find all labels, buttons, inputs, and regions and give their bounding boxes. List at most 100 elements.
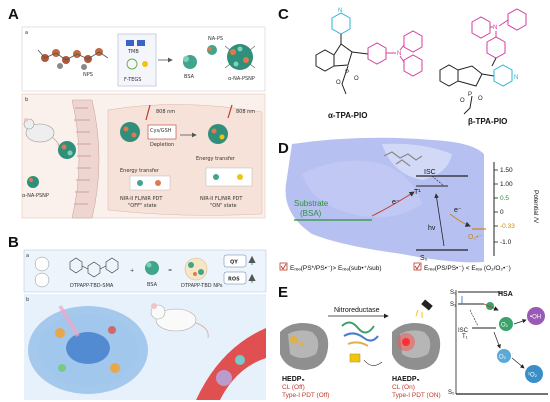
panel-b-figure: a DTPAPP-TBD-SMA + BSA = DTPAPP-TBD NPs …	[23, 249, 267, 400]
a-na-psnp-bottom-particle	[27, 176, 39, 188]
panel-c-figure: N P O O N α-TPA-PIO N	[315, 8, 527, 126]
o2-circle-top	[499, 317, 513, 331]
on-state-line2: "ON" state	[210, 203, 237, 209]
singlet-o2-label: ¹O₂	[528, 373, 538, 379]
electron-label-2: e⁻	[454, 207, 462, 214]
electron-label-1: e⁻	[392, 199, 400, 206]
mouse-figure-b	[150, 303, 209, 339]
oh-label: •OH	[530, 315, 541, 321]
svg-text:=: =	[168, 268, 172, 274]
tmb-label: TMB	[127, 49, 139, 55]
s-n-label: S₀	[450, 290, 457, 296]
panel-e-figure: Nitroreductase HEDP₅ CL (Off) Type-I PDT…	[280, 290, 548, 399]
hsa-label: HSA	[498, 291, 513, 298]
check-left	[279, 262, 288, 271]
tick-neg-0-33: -0.33	[500, 223, 515, 230]
check-right	[413, 262, 422, 271]
gsh-label: Cys/GSH	[150, 128, 172, 134]
qy-badge	[223, 254, 247, 268]
panel-b-tag-b: b	[26, 297, 29, 303]
left-cl: CL (Off)	[282, 384, 305, 391]
t1-label-e: T₁	[462, 334, 468, 340]
nucleus	[66, 332, 110, 364]
enzyme-ribbon	[341, 321, 379, 347]
nps-label-b: DTPAPP-TBD NPs	[181, 283, 223, 289]
beta-tpa-pio-structure: N P O O N	[439, 8, 527, 115]
beta-tpa-pio-name: β-TPA-PIO	[468, 117, 507, 126]
right-pdt: Type-I PDT (ON)	[392, 392, 441, 399]
isc-label: ISC	[424, 169, 436, 176]
product-label: DTPAPP-TBD-SMA	[70, 283, 114, 289]
left-name: HEDP₅	[282, 376, 305, 383]
o2-label-bottom: O₂	[499, 355, 507, 361]
svg-text:+: +	[130, 268, 134, 274]
dtpapp-molecule	[69, 257, 119, 278]
cofactor-box	[349, 353, 361, 363]
svg-text:N: N	[514, 75, 518, 81]
blood-vessel	[71, 99, 100, 219]
alpha-tpa-pio-name: α-TPA-PIO	[328, 111, 367, 120]
polymer-chain	[37, 48, 109, 70]
panel-a-tag-b: b	[25, 97, 28, 103]
o2-radical-label: O₂•⁻	[468, 234, 483, 241]
o2-circle-bottom	[497, 349, 511, 363]
eq-right: Eᵣₑₔ(PS/PS•⁻) < Eᵣₑₔ (O₂/O₂•⁻)	[424, 265, 511, 272]
panel-b-tag-a: a	[26, 253, 29, 259]
bsa-blob-b	[145, 261, 159, 275]
na-ps-particle	[207, 45, 217, 55]
t1-label: T¹	[414, 189, 421, 196]
panel-d-letter: D	[278, 140, 289, 157]
right-cl: CL (On)	[392, 384, 415, 391]
flashlight-icon	[415, 299, 433, 318]
tick-1-50: 1.50	[500, 167, 513, 174]
left-pdt: Type-I PDT (Off)	[282, 392, 329, 399]
tumor-particle	[58, 141, 76, 159]
svg-text:O: O	[478, 96, 483, 102]
svg-text:O: O	[336, 80, 341, 86]
panel-b: B a DTPAPP-TBD-SMA + BSA = DTPAPP-TBD NP…	[0, 228, 268, 402]
nps-label: NPS	[83, 72, 93, 78]
hv-arrow	[434, 193, 445, 247]
nm808-left: 808 nm	[156, 109, 175, 115]
substrate-label-line1: Substrate	[294, 199, 329, 208]
panel-a-figure: a NPS TMB F-TEGS BSA NA-PS α-NA-PSNP	[21, 26, 266, 219]
svg-text:N: N	[493, 25, 497, 31]
electron-arrow-1	[371, 191, 415, 217]
panel-c-letter: C	[278, 6, 289, 23]
nps-assembly	[184, 257, 208, 281]
svg-text:O: O	[460, 98, 465, 104]
alpha-tpa-pio-structure: N P O O N	[315, 8, 423, 95]
a-na-psnp-top-particle	[224, 44, 256, 70]
na-ps-label: NA-PS	[208, 36, 223, 42]
panel-b-letter: B	[8, 234, 19, 251]
bsa-label: BSA	[184, 74, 195, 80]
o2-label-top: O₂	[501, 323, 509, 329]
on-state-line1: NIR-II FL/NIR PDT	[200, 196, 243, 202]
gsh-box	[147, 124, 177, 140]
panel-a: A a NPS TMB F-TEGS BSA NA-PS	[0, 0, 268, 222]
depletion-label: Depletion	[150, 142, 174, 148]
panel-d-figure: Substrate (BSA) ISC T¹ e⁻ hν S₀ e⁻ O₂•⁻ …	[285, 137, 539, 263]
svg-text:P: P	[468, 92, 472, 98]
bound-ligand	[383, 151, 423, 167]
a-na-psnp-top-label: α-NA-PSNP	[228, 76, 255, 82]
nm808-right: 808 nm	[236, 109, 255, 115]
svg-text:P: P	[345, 70, 349, 76]
singlet-o2-circle	[525, 365, 543, 383]
electron-arrow-2	[449, 213, 471, 227]
tick-1-00: 1.00	[500, 181, 513, 188]
tick-neg-1-0: -1.0	[500, 239, 512, 246]
panel-c: C N P O O N α-TPA-PIO	[272, 0, 550, 130]
off-state-line1: NIR-II FL/NIR PDT	[120, 196, 163, 202]
svg-text:N: N	[338, 8, 342, 14]
bsa-blob	[183, 55, 197, 69]
panel-d: D Substrate (BSA) ISC T¹ e⁻ hν S₀ e⁻	[272, 134, 550, 274]
tick-0-5: 0.5	[500, 195, 509, 202]
ros-badge	[223, 271, 247, 285]
left-protein	[280, 323, 329, 370]
panel-e-letter: E	[278, 284, 289, 301]
off-particle	[120, 122, 140, 142]
on-particle	[208, 124, 228, 144]
bsa-label-b: BSA	[147, 282, 158, 288]
svg-text:N: N	[397, 51, 401, 57]
